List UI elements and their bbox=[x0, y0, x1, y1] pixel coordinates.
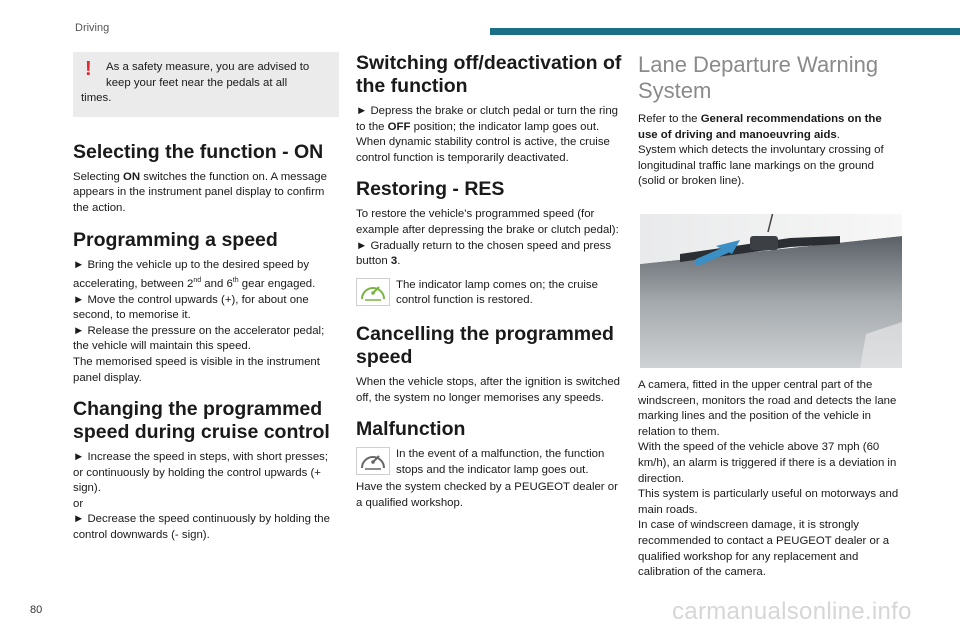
exclamation-icon: ! bbox=[85, 58, 92, 80]
warning-line-2: keep your feet near the pedals at all bbox=[106, 76, 288, 89]
heading-selecting-function: Selecting the function - ON bbox=[73, 140, 324, 163]
column-2: Switching off/deactivation of the functi… bbox=[356, 52, 622, 524]
windscreen-camera-image bbox=[640, 213, 902, 368]
switching-off-text: ► Depress the brake or clutch pedal or t… bbox=[356, 105, 619, 164]
warning-line-1: As a safety measure, you are advised to bbox=[106, 61, 310, 73]
page-number: 80 bbox=[30, 604, 43, 616]
restore-indicator-text: The indicator lamp comes on; the cruise … bbox=[396, 278, 598, 307]
cruise-control-active-icon bbox=[356, 277, 390, 306]
malfunction-text: Have the system checked by a PEUGEOT dea… bbox=[356, 481, 618, 509]
heading-restoring: Restoring - RES bbox=[356, 178, 505, 201]
column-3: Lane Departure Warning System Refer to t… bbox=[638, 52, 904, 581]
header-accent-bar bbox=[490, 28, 960, 35]
reference-text: Refer to the General recommendations on … bbox=[638, 113, 882, 141]
column-1: ! As a safety measure, you are advised t… bbox=[73, 52, 339, 556]
heading-malfunction: Malfunction bbox=[356, 418, 466, 441]
cruise-control-fault-icon bbox=[356, 447, 390, 476]
motorways-text: This system is particularly useful on mo… bbox=[638, 488, 899, 516]
restore-indicator-row: The indicator lamp comes on; the cruise … bbox=[356, 277, 622, 309]
section-header: Driving bbox=[75, 22, 110, 34]
heading-cancelling: Cancelling the programmed speed bbox=[356, 322, 614, 368]
heading-lane-departure: Lane Departure Warning System bbox=[638, 52, 879, 103]
cancelling-text: When the vehicle stops, after the igniti… bbox=[356, 375, 621, 404]
heading-programming-speed: Programming a speed bbox=[73, 228, 278, 251]
selecting-text: Selecting ON switches the function on. A… bbox=[73, 170, 327, 214]
watermark: carmanualsonline.info bbox=[672, 598, 912, 625]
heading-switching-off: Switching off/deactivation of the functi… bbox=[356, 52, 622, 97]
speed-text: With the speed of the vehicle above 37 m… bbox=[638, 441, 897, 485]
detect-text: System which detects the involuntary cro… bbox=[638, 144, 884, 188]
safety-warning-box: ! As a safety measure, you are advised t… bbox=[73, 52, 339, 117]
malfunction-indicator-row: In the event of a malfunction, the funct… bbox=[356, 447, 622, 478]
warning-line-3: times. bbox=[81, 92, 112, 105]
malfunction-indicator-text: In the event of a malfunction, the funct… bbox=[396, 448, 605, 476]
camera-text: A camera, fitted in the upper central pa… bbox=[638, 378, 897, 438]
restoring-text: To restore the vehicle's programmed spee… bbox=[356, 208, 619, 268]
windscreen-damage-text: In case of windscreen damage, it is stro… bbox=[638, 519, 890, 579]
programming-text: ► Bring the vehicle up to the desired sp… bbox=[73, 258, 325, 384]
heading-changing-speed: Changing the programmed speed during cru… bbox=[73, 398, 330, 444]
changing-text: ► Increase the speed in steps, with shor… bbox=[73, 451, 330, 542]
